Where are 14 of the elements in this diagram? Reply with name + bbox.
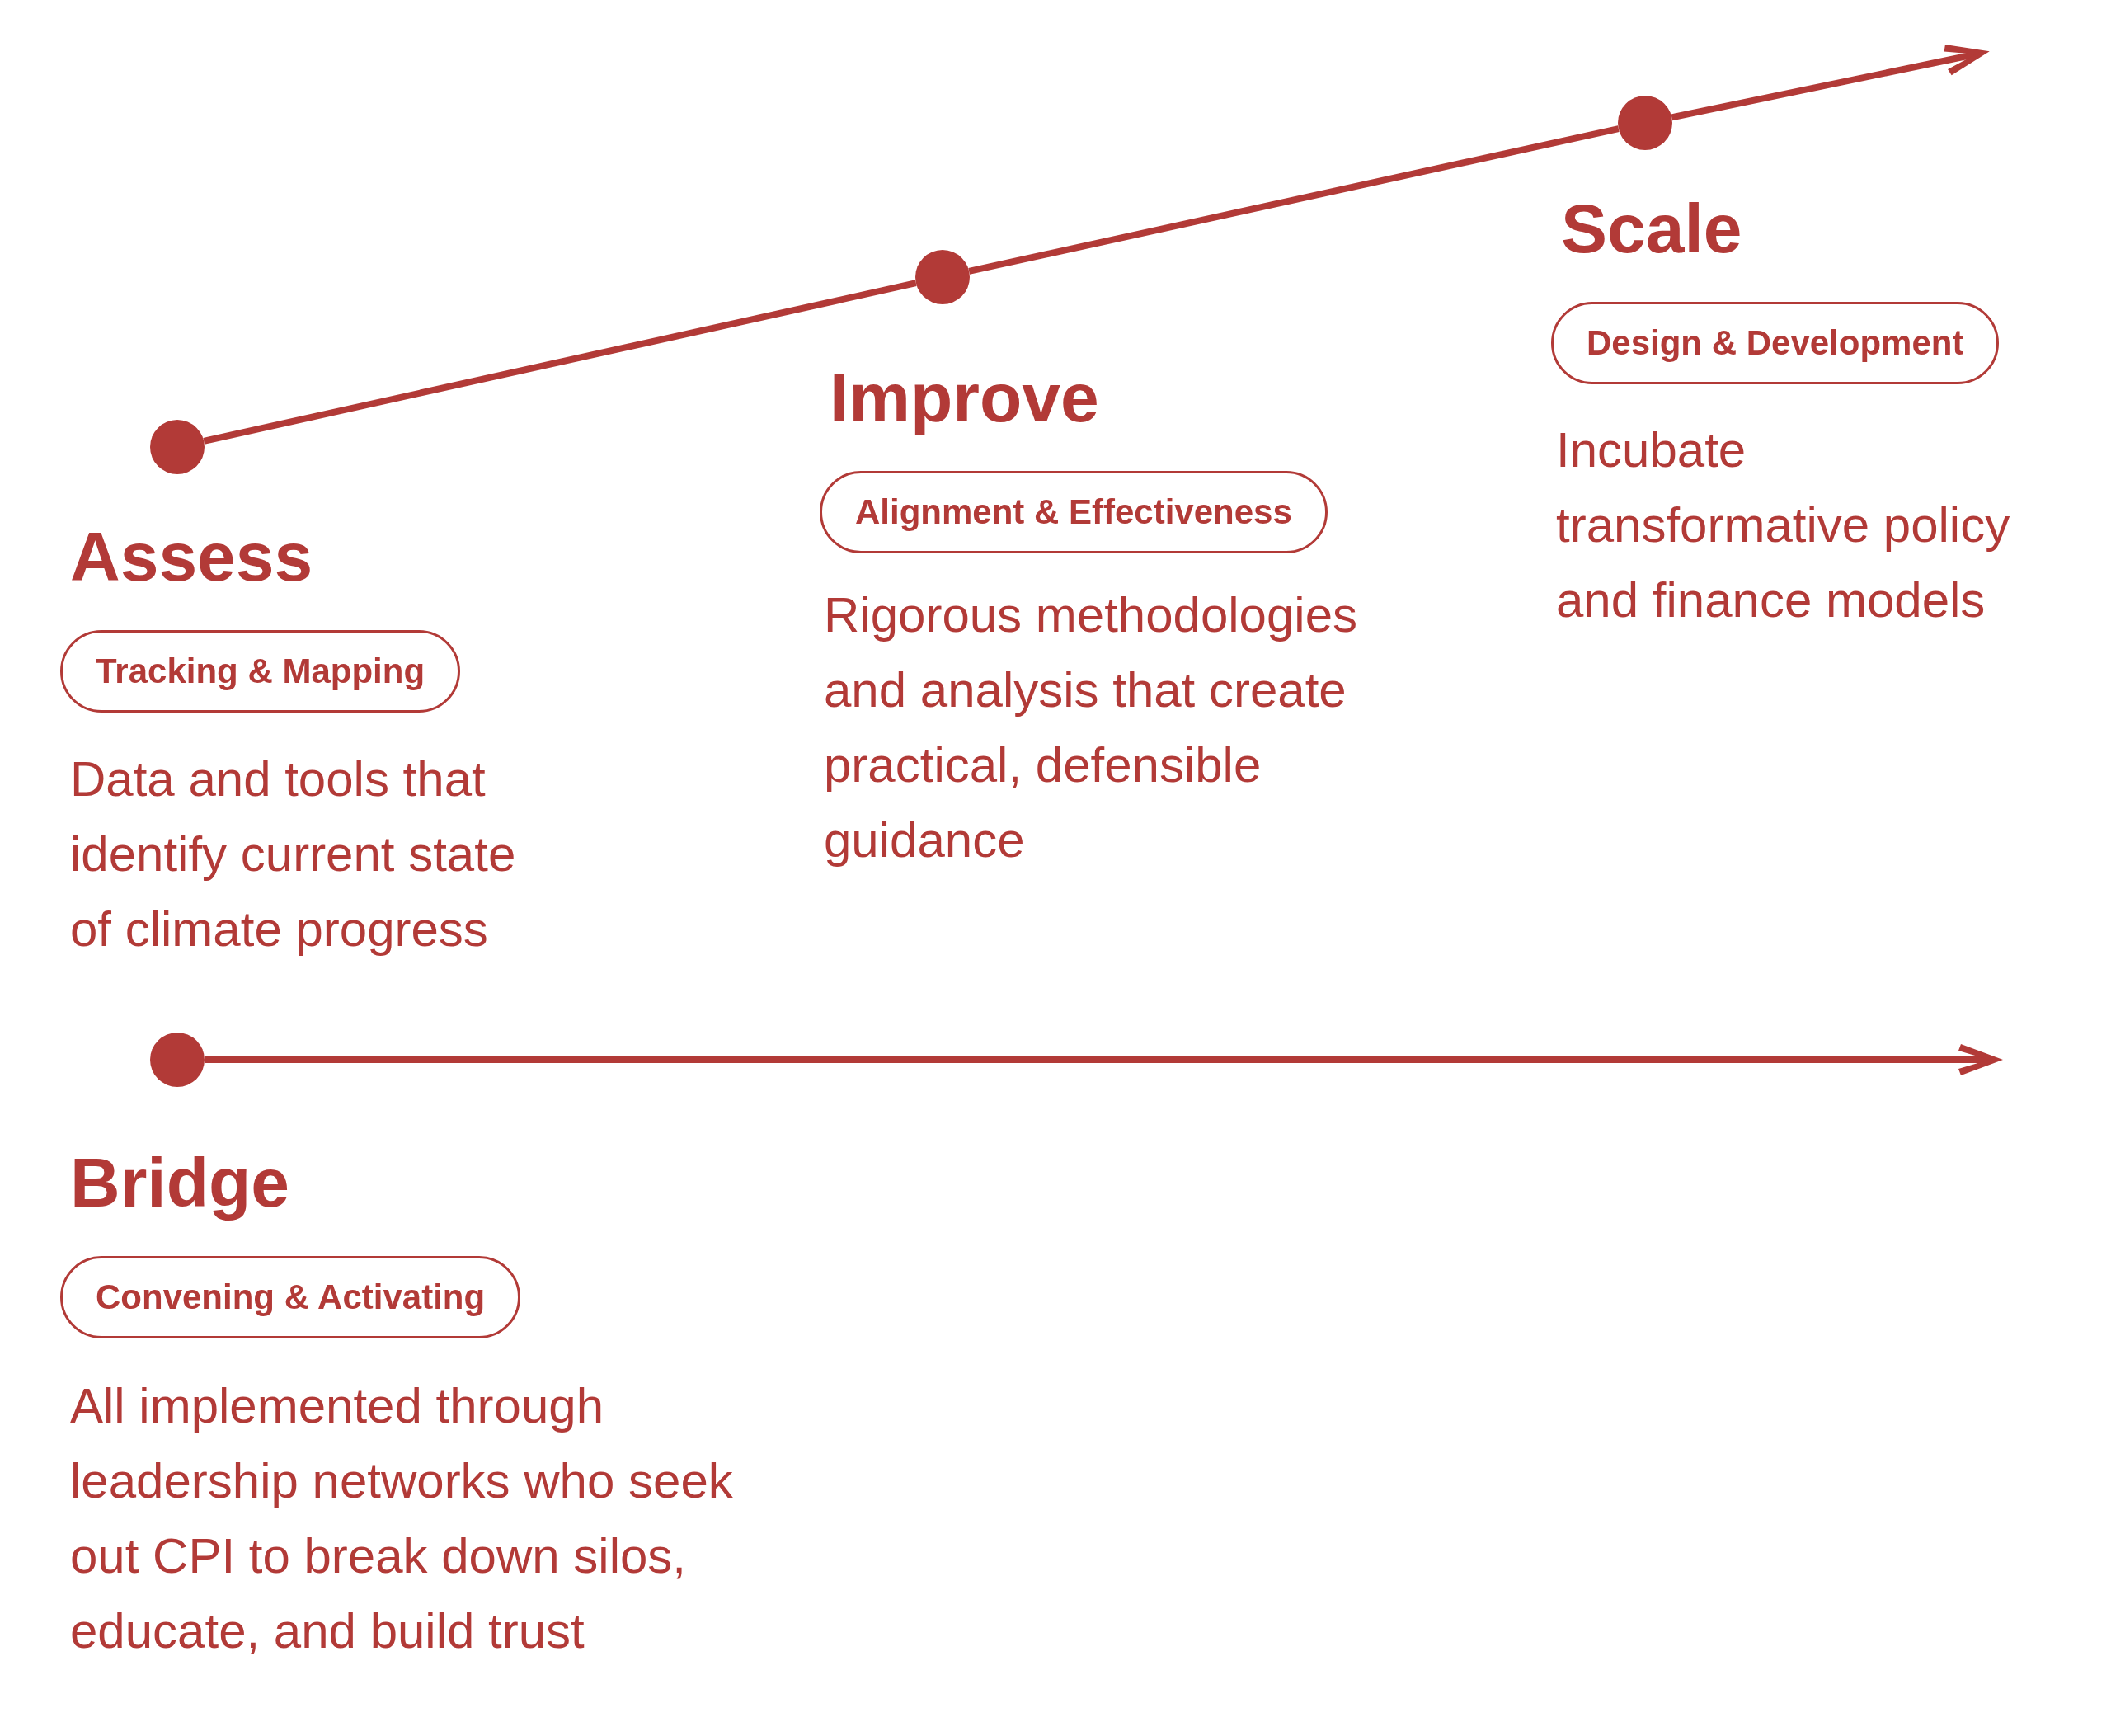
stage-description: All implemented through leadership networks who seek out CPI to break down silos, educate, and build trust [70, 1377, 734, 1660]
stage-heading: Scale [1561, 189, 1742, 269]
stage-description: Rigorous methodologies and analysis that create practical, defensible guidance [824, 586, 1359, 869]
category-tag: Design & Development [1551, 302, 2000, 384]
stage-heading: Improve [830, 358, 1099, 438]
stage-description: Incubate transformative policy and finance models [1556, 421, 2011, 629]
stage-heading: Assess [70, 517, 313, 597]
category-tag: Convening & Activating [60, 1256, 521, 1338]
connector-line [203, 280, 917, 445]
category-tag: Tracking & Mapping [60, 630, 461, 713]
stage-description: Data and tools that identify current state of climate progress [70, 750, 517, 958]
connector-line [968, 125, 1620, 275]
stage-heading: Bridge [70, 1143, 290, 1223]
category-tag: Alignment & Effectiveness [820, 471, 1328, 553]
